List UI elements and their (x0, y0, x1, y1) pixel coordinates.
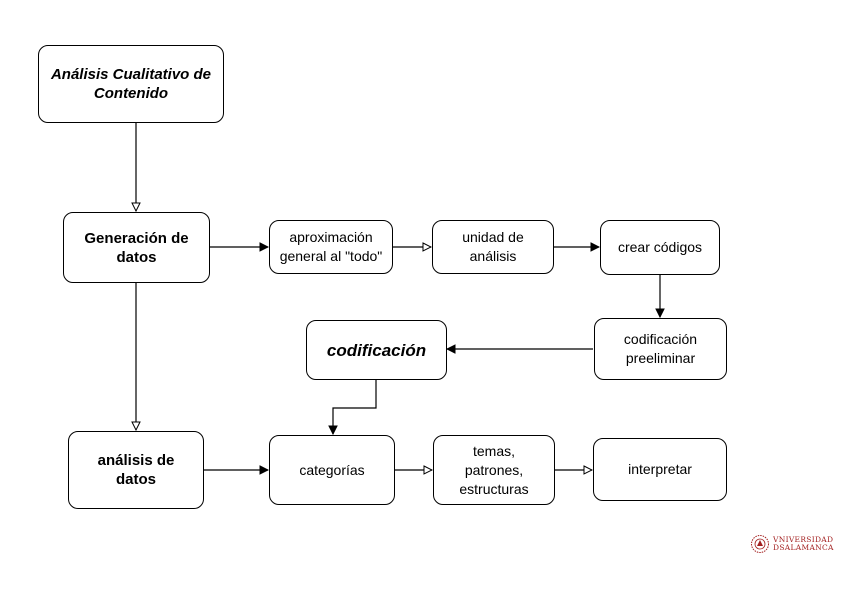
node-label: interpretar (628, 461, 692, 477)
node-label: Generación de datos (84, 229, 189, 266)
node-unidad-analisis: unidad de análisis (432, 220, 554, 274)
node-label: codificación (326, 340, 427, 360)
node-label: Análisis Cualitativo de Contenido (50, 66, 212, 102)
node-label: temas, patrones, estructuras (459, 442, 529, 497)
node-label: categorías (299, 461, 365, 478)
node-label: unidad de análisis (462, 229, 524, 264)
logo-line-2: DSALAMANCA (773, 543, 834, 552)
university-logo: VNIVERSIDAD DSALAMANCA (750, 533, 840, 555)
logo-wordmark: VNIVERSIDAD DSALAMANCA (773, 536, 834, 552)
university-seal-icon (751, 535, 769, 553)
node-label: aproximación general al "todo" (279, 229, 383, 264)
node-label: crear códigos (617, 239, 703, 255)
node-crear-codigos: crear códigos (600, 220, 720, 275)
node-categorias: categorías (269, 435, 395, 505)
node-generacion-datos: Generación de datos (63, 212, 210, 283)
node-label: codificación preeliminar (623, 331, 698, 366)
node-aproximacion: aproximación general al "todo" (269, 220, 393, 274)
node-codificacion-preeliminar: codificación preeliminar (594, 318, 727, 380)
node-interpretar: interpretar (593, 438, 727, 501)
logo-line-1: VNIVERSIDAD (773, 535, 834, 544)
node-analisis-cualitativo: Análisis Cualitativo de Contenido (38, 45, 224, 123)
node-analisis-datos: análisis de datos (68, 431, 204, 509)
node-temas: temas, patrones, estructuras (433, 435, 555, 505)
node-codificacion: codificación (306, 320, 447, 380)
node-label: análisis de datos (97, 452, 175, 488)
edge-codificacion-to-categorias (333, 380, 377, 434)
